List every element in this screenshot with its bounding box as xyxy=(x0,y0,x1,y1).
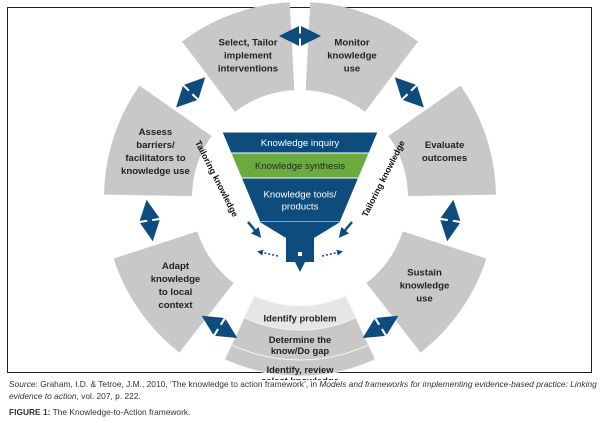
cycle-double-arrow-icon xyxy=(201,315,238,339)
caption-text: The Knowledge-to-Action framework. xyxy=(50,407,191,417)
segment-label-line: Assess xyxy=(139,127,173,138)
segment-label-line: implement xyxy=(224,51,273,62)
figure-source: Source: Graham, I.D. & Tetroe, J.M., 201… xyxy=(9,378,599,402)
cycle-double-arrow-icon xyxy=(440,199,461,242)
cycle-segment-evaluate: Evaluate outcomes xyxy=(388,85,496,197)
cycle-segment-monitor: Monitor knowledge use xyxy=(305,2,418,112)
segment-label-line: outcomes xyxy=(422,153,467,164)
cycle-segment-sustain: Sustain knowledge use xyxy=(366,231,487,353)
segment-label-line: knowledge xyxy=(327,51,377,62)
source-title: Models and frameworks for implementing e… xyxy=(9,379,597,401)
cycle-double-arrow-icon xyxy=(176,77,206,108)
segment-label-line: barriers/ xyxy=(136,140,175,151)
source-label: Source xyxy=(9,379,36,389)
segment-label-line: knowledge xyxy=(400,281,450,292)
bottom-row-label: know/Do gap xyxy=(271,345,330,356)
figure-caption: FIGURE 1: The Knowledge-to-Action framew… xyxy=(9,407,190,417)
bottom-row-label: Identify, review xyxy=(266,364,334,375)
segment-label-line: Adapt xyxy=(162,261,190,272)
segment-label-line: Monitor xyxy=(334,38,369,49)
cycle-arrows xyxy=(139,26,461,339)
bottom-row-label: select knowledge xyxy=(261,375,339,380)
funnel-layer-label: Knowledge tools/ xyxy=(263,190,336,201)
bottom-row-label: Identify problem xyxy=(264,313,337,324)
dotted-arrow-left-icon xyxy=(257,249,279,257)
segment-label-line: Evaluate xyxy=(425,140,464,151)
dotted-arrow-right-icon xyxy=(321,249,343,257)
segment-label-line: use xyxy=(344,64,361,75)
segment-label-line: facilitators to xyxy=(125,153,185,164)
source-text-1: : Graham, I.D. & Tetroe, J.M., 2010, ‘Th… xyxy=(35,379,320,389)
tailoring-arrow-left-icon xyxy=(247,221,262,238)
cycle-segments: Select, Tailor implement interventions Moni… xyxy=(104,2,496,353)
funnel-layer-label: products xyxy=(282,202,319,213)
segment-shape xyxy=(388,85,496,197)
cycle-double-arrow-icon xyxy=(362,315,399,339)
segment-label-line: knowledge use xyxy=(121,166,190,177)
cycle-segment-assess: Assess barriers/facilitators to knowledge … xyxy=(104,85,212,197)
cycle-segment-adapt: Adapt knowledge to local context xyxy=(113,231,234,353)
cycle-double-arrow-icon xyxy=(394,77,424,108)
segment-label-line: interventions xyxy=(218,64,278,75)
segment-label-line: knowledge xyxy=(151,274,201,285)
segment-shape xyxy=(104,85,212,197)
cycle-double-arrow-icon xyxy=(139,199,160,242)
caption-label: FIGURE 1: xyxy=(9,407,51,417)
segment-label-line: to local xyxy=(159,287,193,298)
segment-label-line: context xyxy=(158,300,193,311)
segment-shape xyxy=(366,231,487,353)
tailoring-arrow-right-icon xyxy=(338,221,353,238)
cycle-segment-select-tailor: Select, Tailor implement interventions xyxy=(182,2,295,112)
segment-label-line: Sustain xyxy=(407,268,442,279)
funnel-layer-label: Knowledge inquiry xyxy=(261,138,340,149)
knowledge-to-action-diagram: Select, Tailor implement interventions Moni… xyxy=(104,2,496,380)
segment-shape xyxy=(113,231,234,353)
bottom-band-3 xyxy=(224,344,376,377)
funnel-layer-label: Knowledge synthesis xyxy=(255,161,345,172)
source-text-2: , vol. 207, p. 222. xyxy=(76,391,141,401)
segment-shape xyxy=(182,2,295,112)
bottom-row-label: Determine the xyxy=(269,334,332,345)
segment-label-line: Select, Tailor xyxy=(219,38,278,49)
segment-shape xyxy=(305,2,418,112)
segment-label-line: use xyxy=(416,294,433,305)
